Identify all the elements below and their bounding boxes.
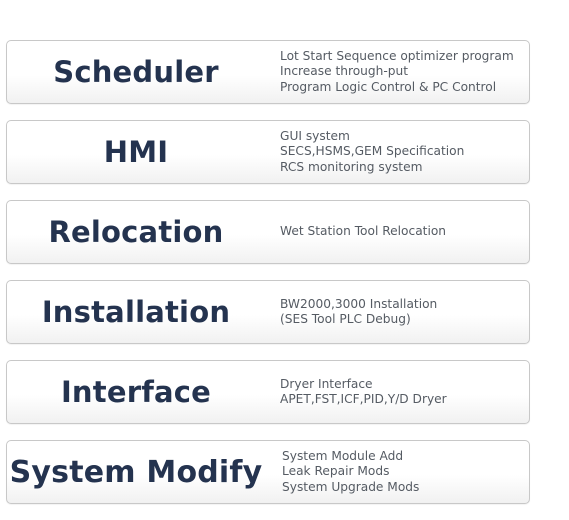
- service-detail-line: System Module Add: [282, 448, 404, 463]
- service-detail-line: Program Logic Control & PC Control: [280, 79, 497, 94]
- service-title: HMI: [103, 135, 169, 169]
- service-detail-line: BW2000,3000 Installation: [280, 296, 438, 311]
- service-title: Installation: [41, 295, 231, 329]
- service-card-hmi[interactable]: HMI GUI system SECS,HSMS,GEM Specificati…: [6, 120, 530, 184]
- service-card-interface[interactable]: Interface Dryer Interface APET,FST,ICF,P…: [6, 360, 530, 424]
- service-title: Interface: [60, 375, 212, 409]
- service-title: System Modify: [9, 454, 263, 490]
- service-description: System Module Add Leak Repair Mods Syste…: [282, 441, 419, 503]
- service-card-relocation[interactable]: Relocation Wet Station Tool Relocation: [6, 200, 530, 264]
- service-detail-line: Dryer Interface: [280, 376, 373, 391]
- service-detail-line: APET,FST,ICF,PID,Y/D Dryer: [280, 392, 447, 406]
- service-title: Relocation: [48, 215, 224, 249]
- service-description: Lot Start Sequence optimizer program Inc…: [280, 41, 514, 103]
- service-detail-line: System Upgrade Mods: [282, 479, 420, 494]
- service-detail-line: Increase through-put: [280, 64, 408, 79]
- service-description: Wet Station Tool Relocation: [280, 201, 446, 263]
- service-detail-line: Wet Station Tool Relocation: [280, 224, 447, 239]
- service-detail-line: RCS monitoring system: [280, 159, 423, 174]
- service-description: Dryer Interface APET,FST,ICF,PID,Y/D Dry…: [280, 361, 447, 423]
- service-card-scheduler[interactable]: Scheduler Lot Start Sequence optimizer p…: [6, 40, 530, 104]
- service-detail-line: (SES Tool PLC Debug): [280, 312, 411, 326]
- service-description: GUI system SECS,HSMS,GEM Specification R…: [280, 121, 464, 183]
- service-card-installation[interactable]: Installation BW2000,3000 Installation (S…: [6, 280, 530, 344]
- service-detail-line: GUI system: [280, 128, 350, 143]
- service-detail-line: Leak Repair Mods: [282, 464, 390, 479]
- service-detail-line: SECS,HSMS,GEM Specification: [280, 144, 465, 159]
- service-detail-line: Lot Start Sequence optimizer program: [280, 48, 514, 63]
- service-card-system-modify[interactable]: System Modify System Module Add Leak Rep…: [6, 440, 530, 504]
- service-description: BW2000,3000 Installation (SES Tool PLC D…: [280, 281, 437, 343]
- service-title: Scheduler: [53, 55, 219, 89]
